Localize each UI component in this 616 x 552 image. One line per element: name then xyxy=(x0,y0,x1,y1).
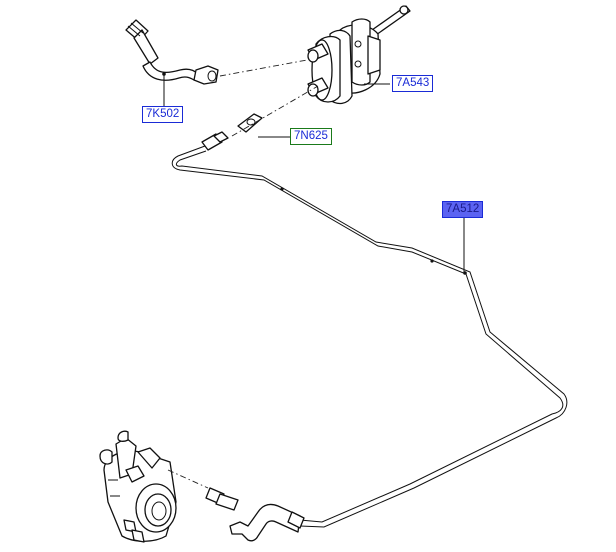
seal-7N625 xyxy=(237,113,263,133)
callout-7K502[interactable]: 7K502 xyxy=(142,106,184,123)
master-cylinder-7A543 xyxy=(307,5,411,105)
slave-cylinder xyxy=(99,430,177,543)
seal-dashline xyxy=(231,85,319,137)
callout-7N625[interactable]: 7N625 xyxy=(290,128,332,145)
clutch-hose-7K502 xyxy=(125,19,219,85)
hose-to-master-dashline xyxy=(219,57,319,77)
clutch-pipe-7A512 xyxy=(171,131,568,542)
leader-7A512-dot xyxy=(463,271,467,275)
callout-7A512[interactable]: 7A512 xyxy=(442,201,484,218)
callout-7A543[interactable]: 7A543 xyxy=(392,75,434,92)
slave-dashline xyxy=(167,469,209,489)
